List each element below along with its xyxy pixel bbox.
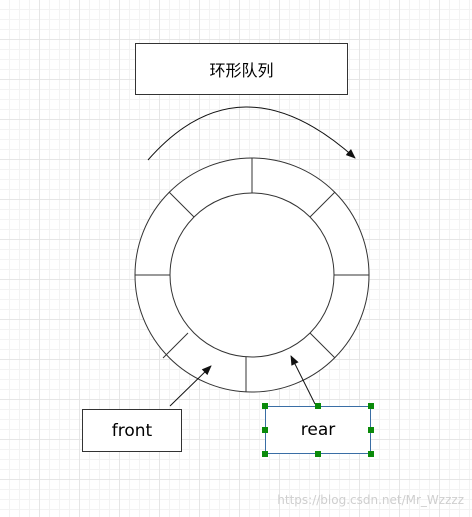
selection-handle-bottom-left[interactable] (262, 451, 268, 457)
rear-pointer-arrow (290, 355, 316, 405)
slot-divider (162, 332, 189, 359)
slot-divider (309, 332, 336, 359)
selection-handle-top-left[interactable] (262, 403, 268, 409)
front-pointer-arrow (169, 365, 212, 407)
selection-handle-bottom-middle[interactable] (315, 451, 321, 457)
selection-handle-middle-right[interactable] (368, 427, 374, 433)
slot-divider (168, 191, 195, 218)
selection-handle-top-middle[interactable] (315, 403, 321, 409)
rotation-direction-arrow (147, 106, 356, 161)
ring-slot-dividers (135, 158, 369, 392)
selection-handle-bottom-right[interactable] (368, 451, 374, 457)
front-label: front (111, 420, 153, 441)
rear-label: rear (300, 420, 336, 440)
watermark: https://blog.csdn.net/Mr_Wzzzz (277, 493, 464, 507)
selection-handle-top-right[interactable] (368, 403, 374, 409)
title-box[interactable]: 环形队列 (135, 43, 348, 95)
selection-handle-middle-left[interactable] (262, 427, 268, 433)
inner-ring (169, 192, 335, 358)
title-text: 环形队列 (209, 61, 274, 80)
slot-divider (309, 191, 336, 218)
rear-box[interactable]: rear (265, 406, 371, 454)
front-box[interactable]: front (82, 409, 182, 452)
